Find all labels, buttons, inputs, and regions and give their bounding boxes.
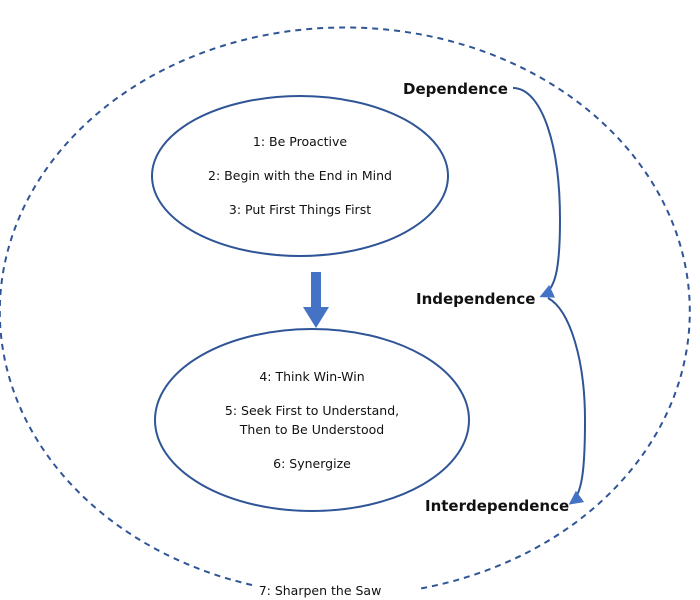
- independence-to-interdependence-arrow: [547, 297, 587, 505]
- habit-5-label-line1: 5: Seek First to Understand,: [225, 403, 399, 418]
- habit-5-label-line2: Then to Be Understood: [239, 422, 384, 437]
- habit-4-label: 4: Think Win-Win: [259, 369, 364, 384]
- habit-1-label: 1: Be Proactive: [253, 134, 348, 149]
- stage-interdependence: Interdependence: [425, 497, 569, 515]
- habit-6-label: 6: Synergize: [273, 456, 351, 471]
- habit-2-label: 2: Begin with the End in Mind: [208, 168, 392, 183]
- stage-dependence: Dependence: [403, 80, 508, 98]
- habit-7-label: 7: Sharpen the Saw: [259, 583, 382, 598]
- outer-dashed-ellipse: [0, 26, 691, 590]
- down-arrow-icon: [303, 272, 329, 328]
- habit-3-label: 3: Put First Things First: [229, 202, 371, 217]
- public-victory-ellipse: [154, 328, 470, 512]
- dependence-to-independence-arrow: [512, 87, 562, 298]
- private-victory-ellipse: [151, 95, 449, 257]
- stage-independence: Independence: [416, 290, 535, 308]
